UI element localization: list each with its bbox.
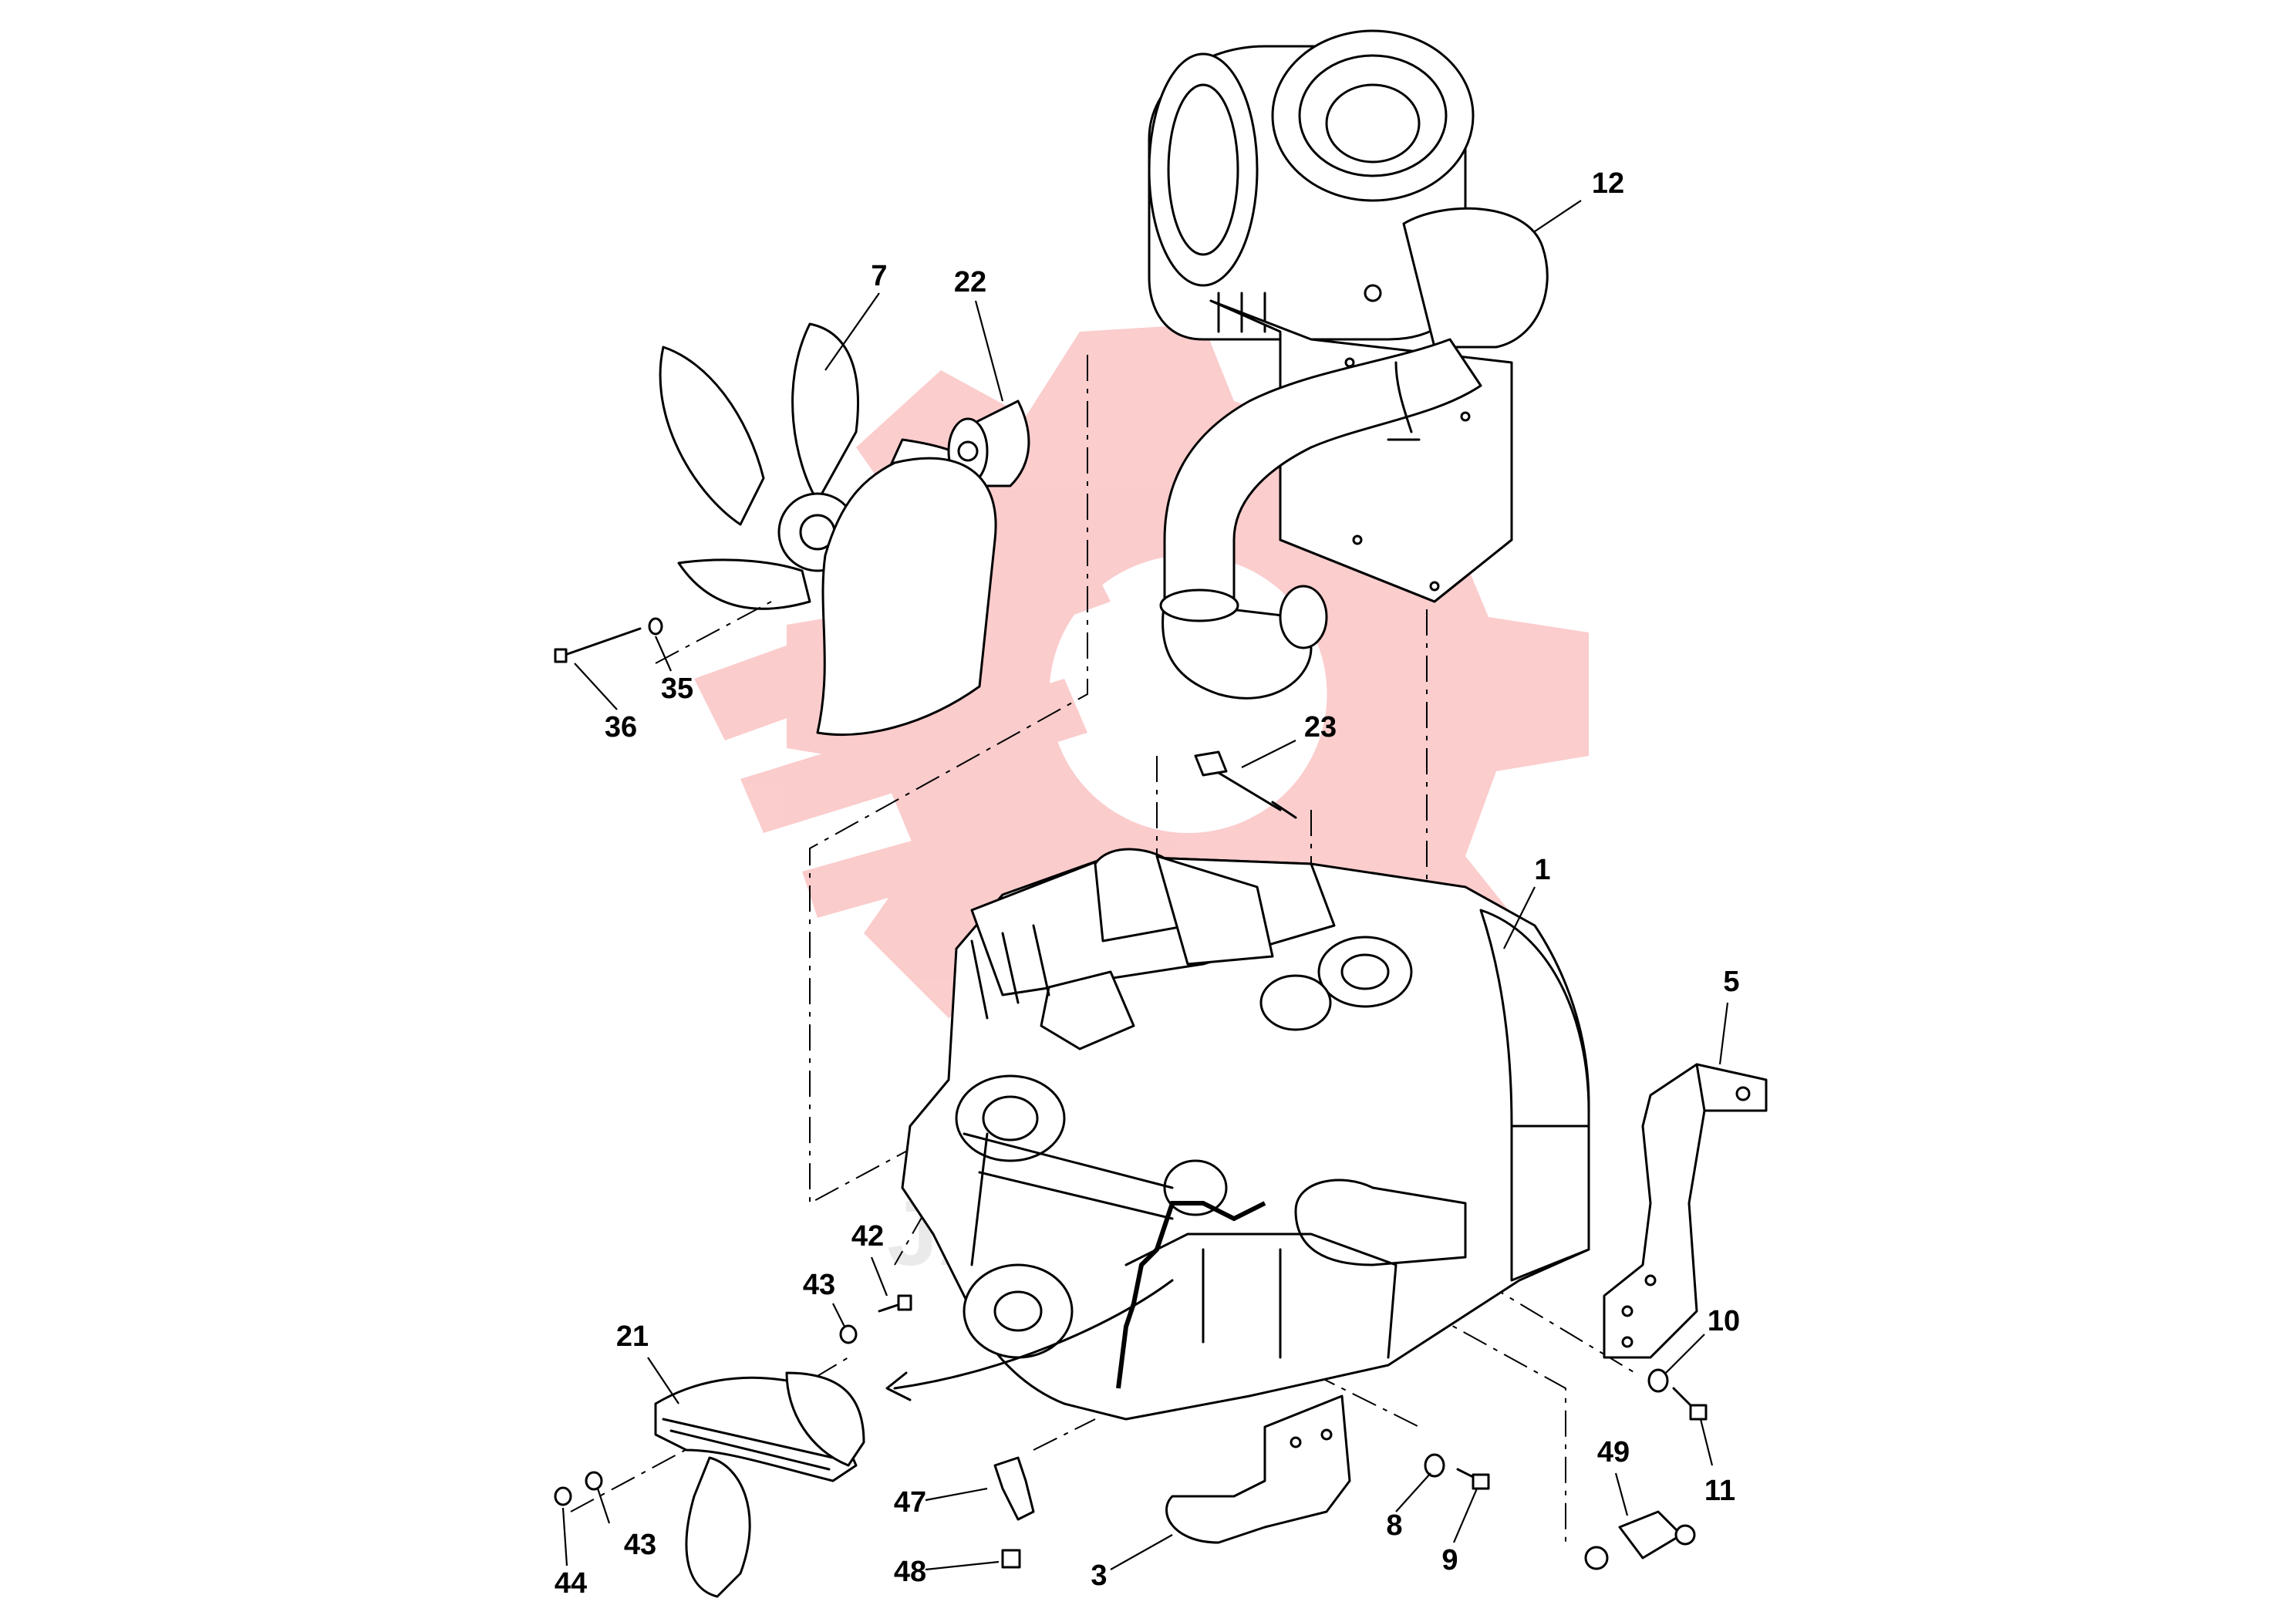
fan-shroud: [816, 457, 997, 736]
callout-1: 1: [1534, 854, 1550, 886]
callout-3: 3: [1091, 1560, 1107, 1592]
callout-23: 23: [1304, 711, 1337, 744]
callout-48: 48: [894, 1556, 926, 1588]
callout-22: 22: [954, 266, 986, 298]
engine-assembly-part-1: [901, 848, 1590, 1421]
callout-8: 8: [1386, 1509, 1402, 1542]
rotation-arrow: [885, 1279, 1174, 1401]
callout-12: 12: [1592, 167, 1624, 200]
fasteners: [554, 617, 1708, 1570]
callout-7: 7: [871, 260, 887, 292]
callout-21: 21: [616, 1320, 649, 1353]
engine-bracket-part-5: [1603, 1063, 1768, 1359]
engine-mount-part-3: [1165, 1394, 1351, 1544]
callout-43-upper: 43: [803, 1269, 835, 1301]
callout-42: 42: [851, 1220, 884, 1253]
callout-36: 36: [605, 711, 637, 744]
callout-35: 35: [661, 673, 693, 705]
callout-47: 47: [894, 1486, 926, 1519]
air-cleaner-part-12: [1148, 29, 1549, 700]
callout-43-lower: 43: [624, 1529, 656, 1561]
callout-49: 49: [1597, 1436, 1630, 1469]
callout-44: 44: [555, 1567, 587, 1600]
callout-11: 11: [1704, 1475, 1735, 1507]
callout-9: 9: [1441, 1544, 1458, 1576]
fan-guard-part-21: [654, 1371, 865, 1598]
callout-labels: 7 22 12 23 1 5 10 11 8 9 49 3 47 48 35 3…: [555, 167, 1740, 1600]
callout-5: 5: [1723, 966, 1739, 998]
callout-10: 10: [1708, 1305, 1740, 1337]
dipstick-part-23: [1194, 750, 1297, 819]
callout-leaders: [561, 200, 1729, 1571]
